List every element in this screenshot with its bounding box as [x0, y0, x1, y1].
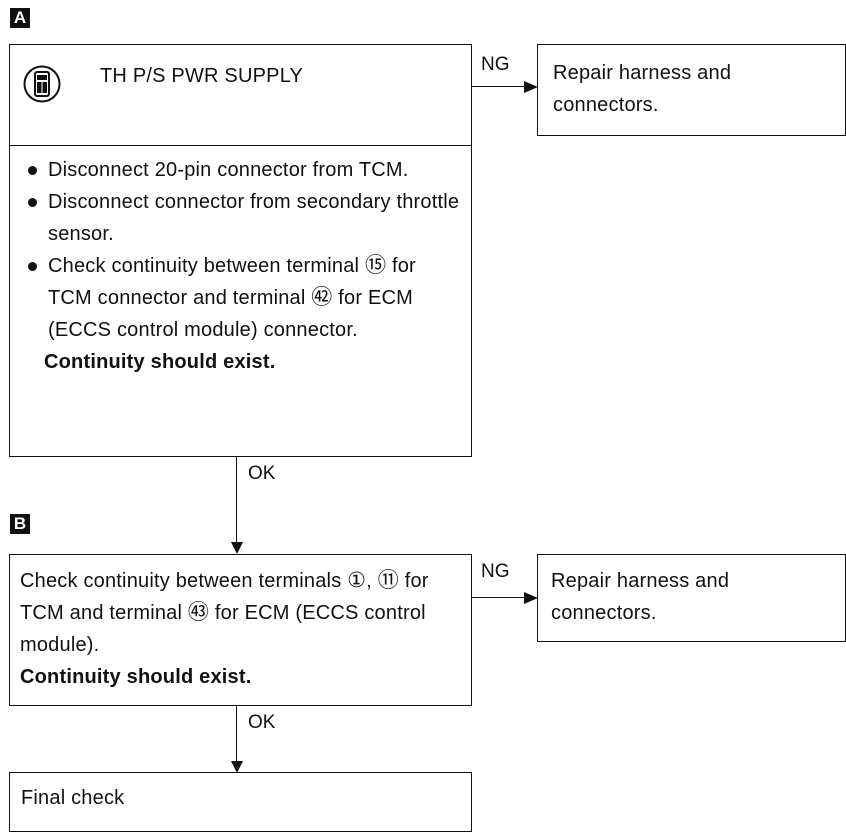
- section-a-ng-action: Repair harness and connectors.: [553, 62, 732, 116]
- final-check-label: Final check: [21, 787, 125, 809]
- section-a-body-box: Disconnect 20-pin connector from TCM. Di…: [9, 145, 472, 457]
- section-b-ok-arrow: [231, 761, 243, 773]
- section-a-ng-arrow: [524, 81, 538, 93]
- terminal-15-label: ⑮: [364, 254, 387, 277]
- final-check-box: Final check: [9, 772, 472, 832]
- terminal-11-label: ⑪: [377, 569, 399, 592]
- terminal-42-label: ㊷: [311, 286, 333, 309]
- section-a-marker: A: [10, 8, 30, 28]
- section-b-ok-label: OK: [248, 712, 276, 733]
- section-b-ng-arrow: [524, 592, 538, 604]
- section-a-ng-label: NG: [481, 54, 510, 75]
- section-a-ok-line: [236, 456, 237, 544]
- section-a-step-3: Check continuity between terminal ⑮ for …: [22, 250, 428, 346]
- terminal-43-label: ㊸: [187, 601, 210, 624]
- section-b-ng-line: [472, 597, 526, 598]
- section-a-step-1: Disconnect 20-pin connector from TCM.: [22, 154, 428, 186]
- section-a-ng-line: [472, 86, 526, 87]
- section-b-ng-label: NG: [481, 561, 510, 582]
- section-a-step-2: Disconnect connector from secondary thro…: [22, 186, 462, 250]
- section-a-title: TH P/S PWR SUPPLY: [100, 65, 304, 87]
- terminal-1-label: ①: [347, 569, 367, 592]
- section-a-result: Continuity should exist.: [44, 351, 276, 373]
- section-b-ok-line: [236, 705, 237, 765]
- section-b-box: Check continuity between terminals ①, ⑪ …: [9, 554, 472, 706]
- section-b-ng-action: Repair harness and connectors.: [551, 570, 730, 624]
- consult-tester-icon: [23, 65, 61, 103]
- section-b-result: Continuity should exist.: [20, 666, 252, 688]
- section-a-ok-arrow: [231, 542, 243, 554]
- section-b-marker: B: [10, 514, 30, 534]
- section-b-ng-box: Repair harness and connectors.: [537, 554, 846, 642]
- section-a-header-box: TH P/S PWR SUPPLY: [9, 44, 472, 146]
- section-a-ng-box: Repair harness and connectors.: [537, 44, 846, 136]
- section-a-ok-label: OK: [248, 463, 276, 484]
- section-b-check: Check continuity between terminals ①, ⑪ …: [20, 565, 466, 661]
